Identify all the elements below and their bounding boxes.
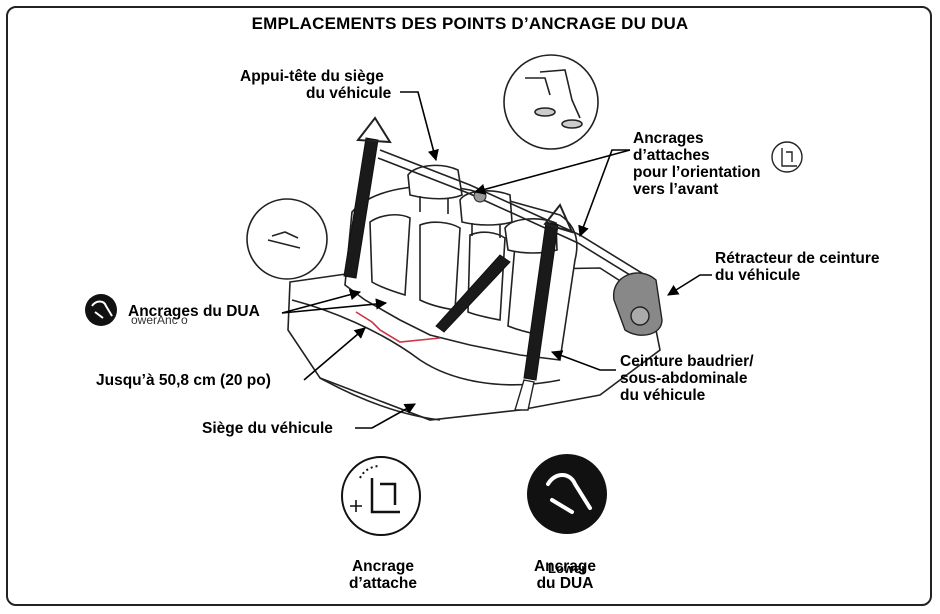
diagram-title: EMPLACEMENTS DES POINTS D’ANCRAGE DU DUA (251, 14, 689, 33)
seat-label: Siège du véhicule (202, 420, 333, 437)
tether-anchors-label: Ancrages d’attaches pour l’orientation v… (633, 130, 761, 198)
lower-anchor-icon (85, 294, 117, 326)
legend-tether-label: Ancrage d’attache (348, 558, 418, 592)
lower-anchors-label: Ancrages du DUA (128, 303, 260, 320)
distance-label: Jusqu’à 50,8 cm (20 po) (96, 372, 271, 389)
legend-lower-overlay-text: Lower (548, 561, 587, 576)
lower-anchor-magnifier (246, 198, 328, 280)
tether-anchor-magnifier (503, 54, 599, 150)
shoulder-belts (343, 137, 559, 381)
tether-anchor-icon (771, 141, 803, 173)
belt-guides (356, 116, 574, 234)
legend-lower-label: Ancrage du DUA (533, 558, 597, 592)
belt-buckle (514, 379, 535, 411)
retractor-label: Rétracteur de ceinture du véhicule (715, 250, 880, 284)
shoulder-belt-label: Ceinture baudrier/ sous-abdominale du vé… (620, 353, 754, 404)
lower-anchors-overlay-text: owerAnc o (131, 313, 188, 327)
tether-strap (377, 149, 651, 287)
headrest-label: Appui-tête du siège du véhicule (240, 68, 392, 102)
distance-indicator (355, 311, 441, 343)
belt-retractor (613, 272, 663, 336)
tether-anchor-icon (341, 456, 421, 536)
lower-anchor-icon (527, 454, 607, 534)
